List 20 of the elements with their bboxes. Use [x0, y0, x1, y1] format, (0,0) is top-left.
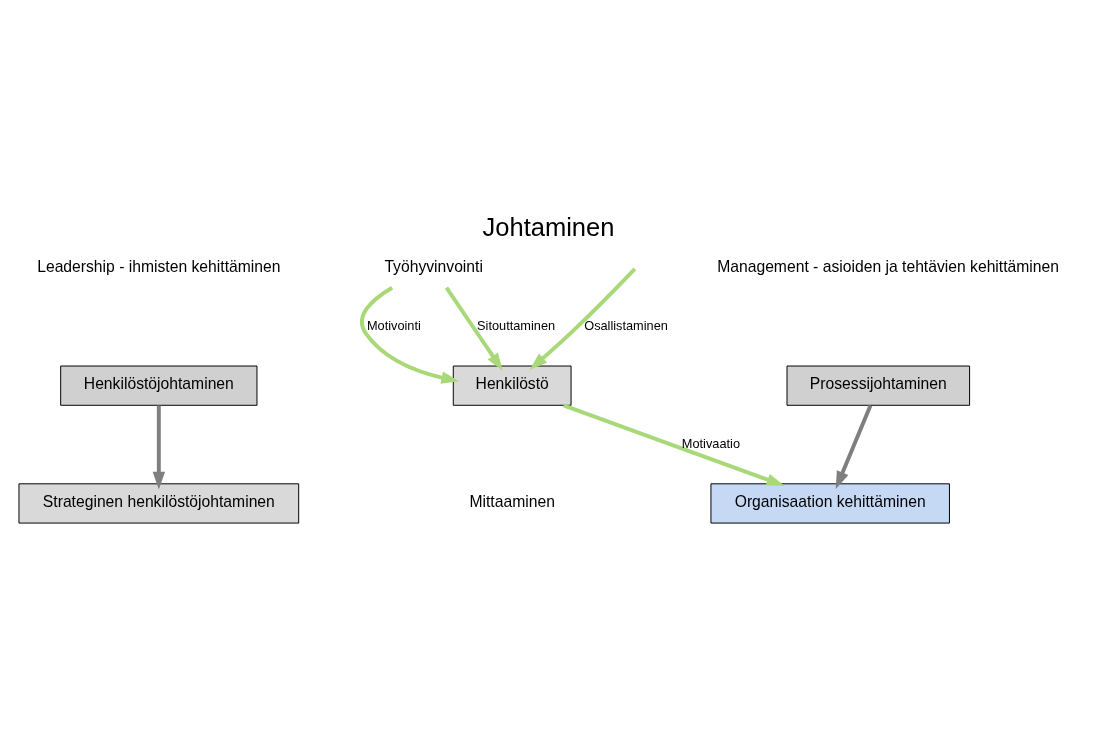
arrow — [562, 403, 785, 486]
label: Leadership - ihmisten kehittäminen — [37, 257, 281, 275]
node-box: Henkilöstö — [452, 365, 572, 406]
edge-label: Osallistaminen — [584, 318, 668, 334]
diagram-title: Johtaminen — [482, 213, 615, 242]
arrow — [835, 404, 873, 490]
arrow — [152, 405, 166, 490]
arrow — [360, 286, 460, 384]
node-box: Henkilöstöjohtaminen — [60, 365, 258, 406]
arrow — [444, 286, 503, 371]
edge-label: Motivointi — [366, 318, 421, 334]
node-box: Strateginen henkilöstöjohtaminen — [18, 483, 300, 524]
node-text: Työhyvinvointi — [384, 257, 483, 275]
label: Management - asioiden ja tehtävien kehittäminen — [717, 257, 1060, 275]
label: Mittaaminen — [469, 493, 555, 511]
arrow — [529, 267, 637, 370]
node-box: Organisaation kehittäminen — [710, 483, 950, 524]
edge-label: Motivaatio — [681, 435, 741, 451]
edge-label: Sitouttaminen — [477, 318, 556, 334]
node-box: Prosessijohtaminen — [786, 365, 971, 406]
